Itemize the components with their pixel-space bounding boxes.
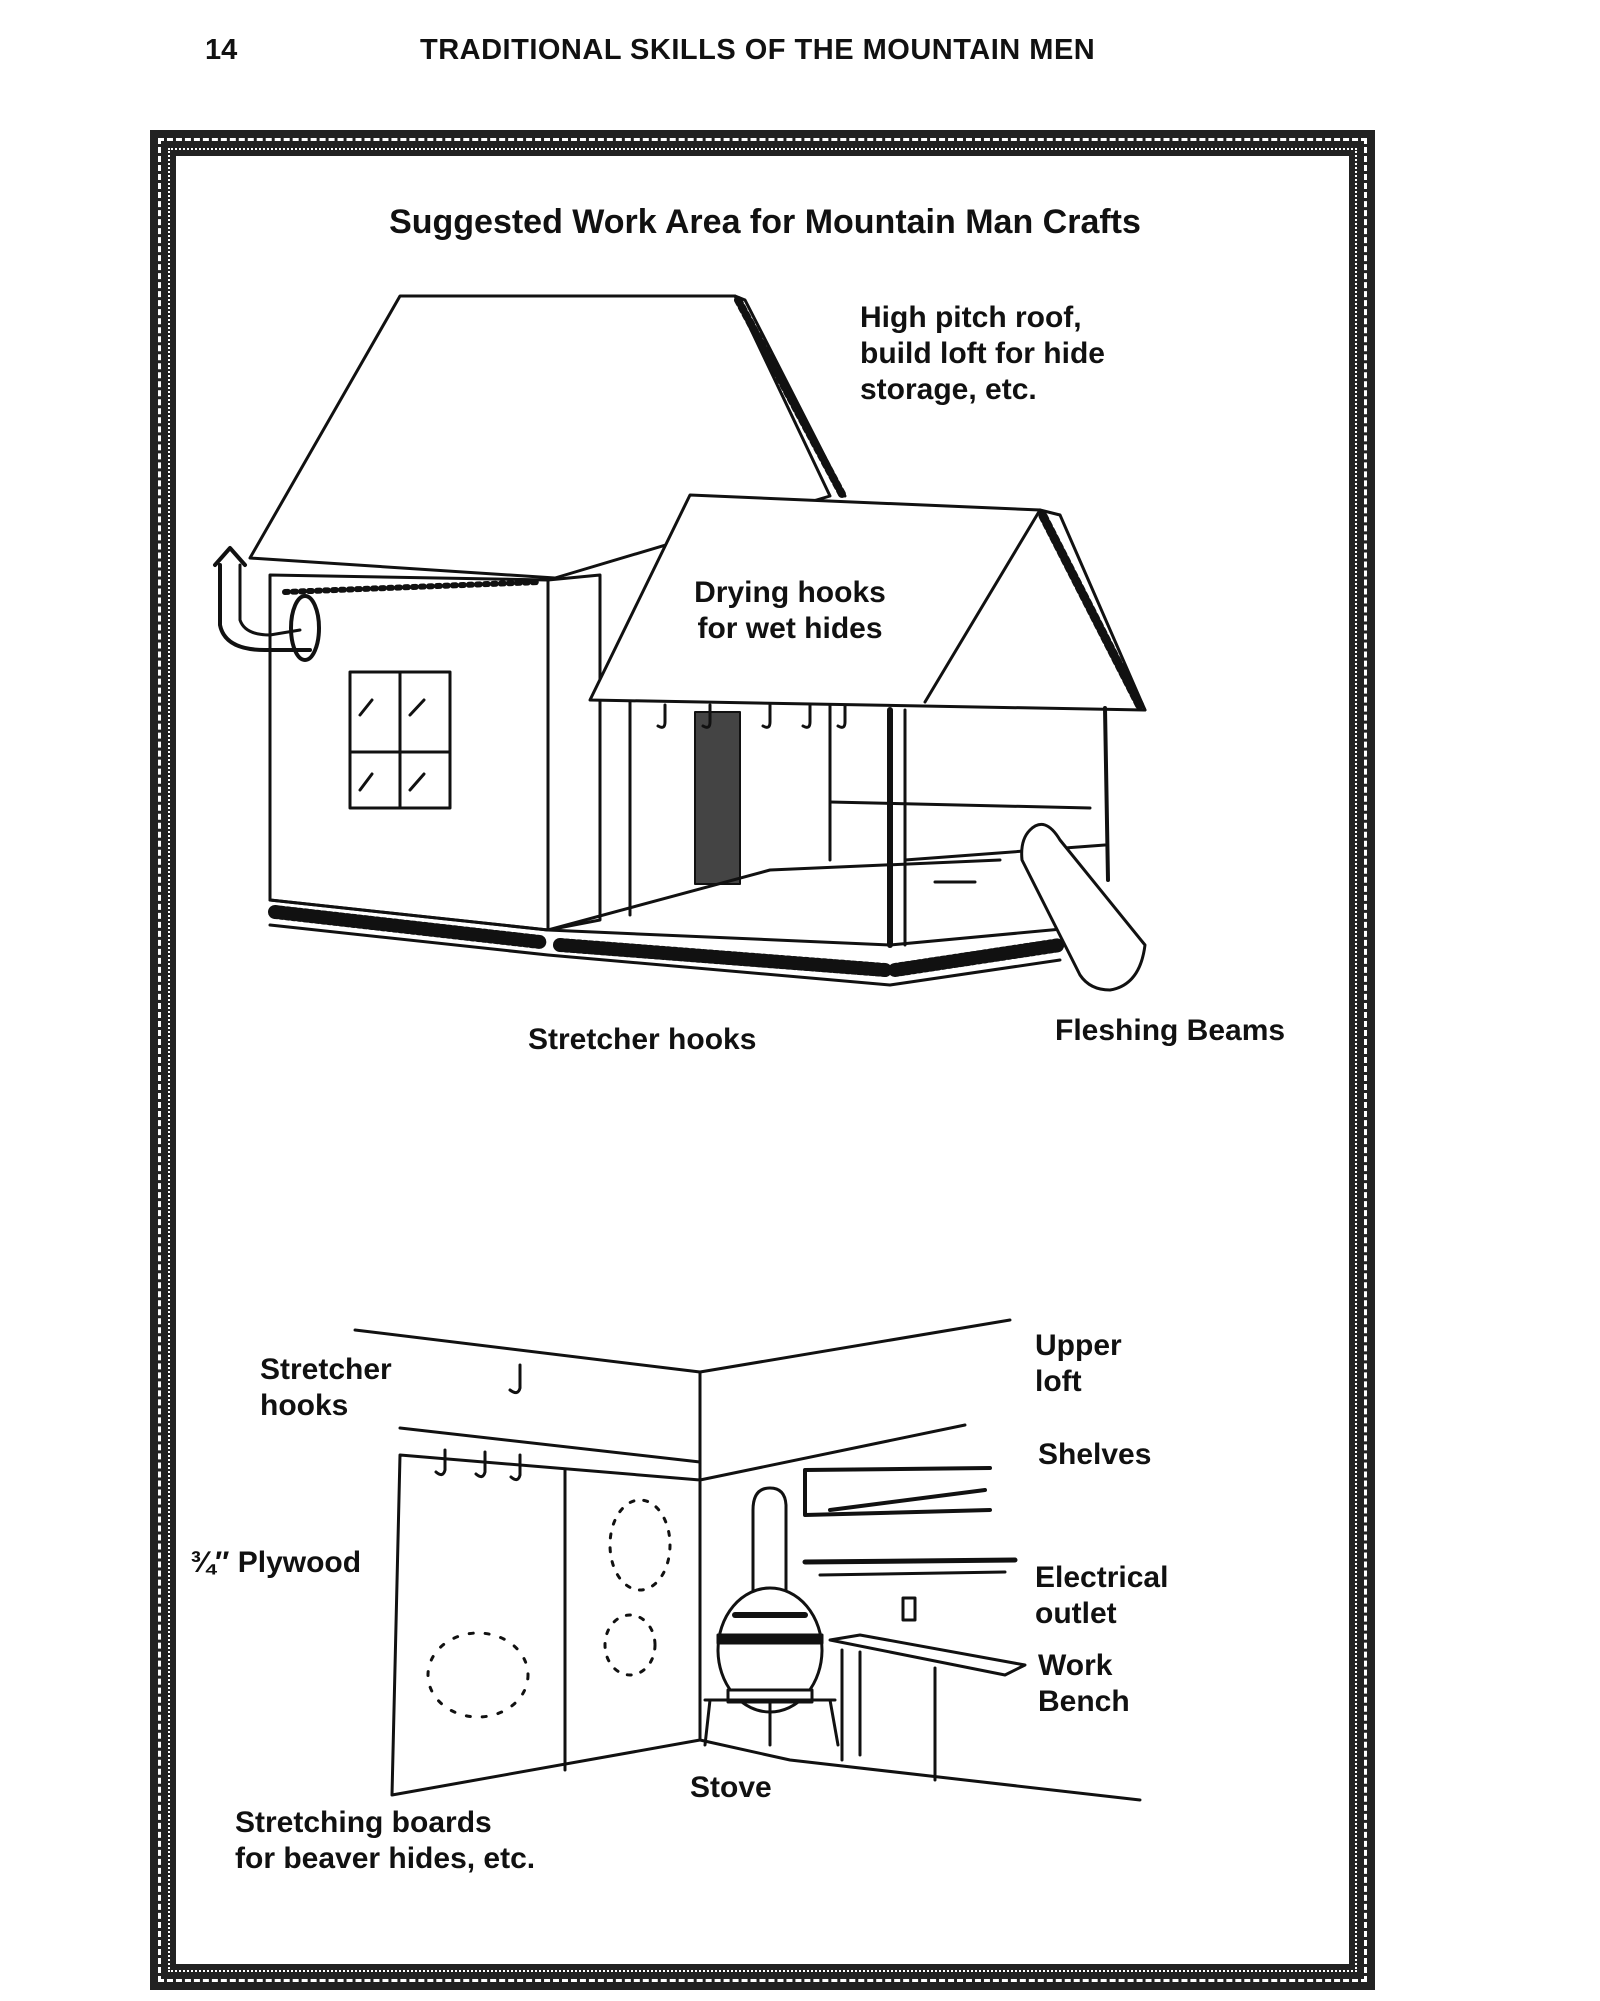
running-title: TRADITIONAL SKILLS OF THE MOUNTAIN MEN (420, 34, 1096, 66)
page-header: 14 TRADITIONAL SKILLS OF THE MOUNTAIN ME… (0, 32, 1600, 72)
cabin-drawing (213, 294, 1147, 992)
page-number: 14 (205, 34, 238, 66)
label-upper-loft: Upper loft (1035, 1329, 1122, 1398)
label-shelves: Shelves (1038, 1438, 1152, 1471)
interior-drawing (353, 1318, 1142, 1802)
label-stove: Stove (690, 1771, 772, 1804)
label-fleshing-beams: Fleshing Beams (1055, 1014, 1286, 1047)
label-electrical-outlet: Electrical outlet (1035, 1561, 1169, 1630)
figure-title: Suggested Work Area for Mountain Man Cra… (389, 203, 1141, 241)
label-plywood: ¾″ Plywood (190, 1546, 362, 1579)
label-drying-hooks: Drying hooks for wet hides (694, 576, 886, 645)
label-stretcher-hooks-interior: Stretcher hooks (260, 1353, 392, 1422)
label-stretcher-hooks-exterior: Stretcher hooks (528, 1023, 757, 1056)
label-work-bench: Work Bench (1038, 1649, 1130, 1718)
stove-drawing (703, 1486, 840, 1747)
label-stretching-boards: Stretching boards for beaver hides, etc. (235, 1806, 536, 1875)
label-high-pitch-roof: High pitch roof, build loft for hide sto… (860, 301, 1105, 406)
